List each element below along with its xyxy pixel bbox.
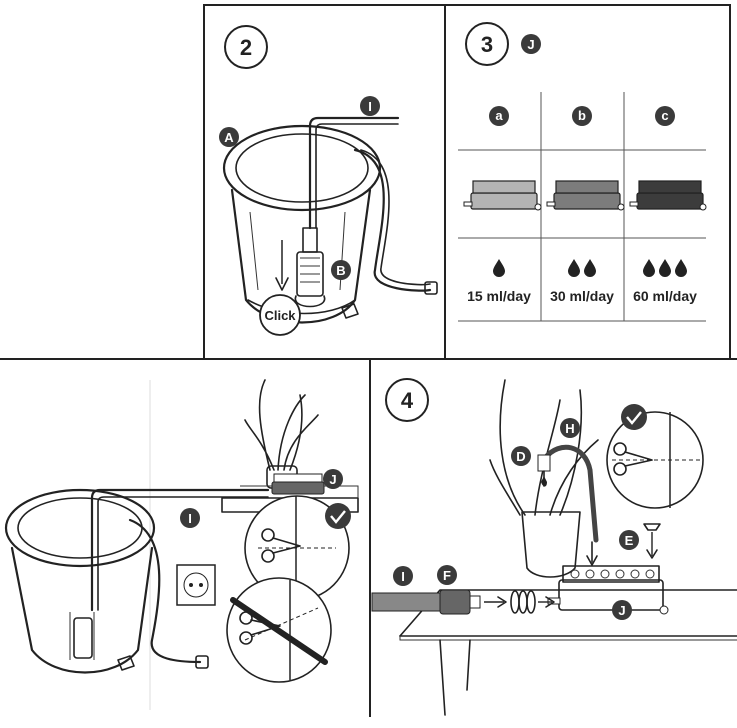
badge-b-lower: b (572, 106, 592, 126)
drops-b (568, 259, 596, 277)
svg-text:2: 2 (240, 35, 252, 60)
badge-j-step3: J (521, 34, 541, 54)
svg-text:3: 3 (481, 32, 493, 57)
svg-text:I: I (188, 511, 192, 526)
hose (353, 148, 438, 295)
svg-text:b: b (578, 108, 586, 123)
badge-e: E (619, 530, 639, 550)
check-icon (621, 404, 647, 430)
check-icon (325, 503, 351, 529)
cap-e (643, 523, 661, 559)
reservoir-bucket-left (4, 488, 156, 674)
power-socket (176, 564, 216, 606)
cut-callout-incorrect (226, 577, 332, 683)
rate-b: 30 ml/day (550, 288, 614, 304)
flow-column-a: a 15 ml/day (463, 106, 542, 304)
flow-column-b: b 30 ml/day (546, 106, 625, 304)
badge-a-lower: a (489, 106, 509, 126)
svg-text:c: c (661, 108, 668, 123)
badge-c-lower: c (655, 106, 675, 126)
drops-a (493, 259, 505, 277)
drip-tube (537, 444, 599, 543)
svg-text:Click: Click (264, 308, 296, 323)
rate-c: 60 ml/day (633, 288, 697, 304)
svg-text:a: a (495, 108, 503, 123)
svg-text:I: I (401, 569, 405, 584)
badge-b: B (331, 260, 351, 280)
flow-column-c: c 60 ml/day (629, 106, 707, 304)
prohibited-icon (230, 597, 328, 665)
click-arrow (275, 240, 289, 291)
riser-pipe (308, 116, 400, 230)
panel-frames (0, 4, 737, 717)
hose-left (128, 518, 209, 669)
svg-text:F: F (443, 568, 451, 583)
step-3-number: 3 (465, 22, 509, 66)
svg-text:J: J (527, 37, 534, 52)
svg-text:J: J (618, 603, 625, 618)
svg-text:D: D (516, 449, 525, 464)
dripper-j-step4 (547, 565, 669, 615)
badge-j-step4: J (612, 600, 632, 620)
click-callout: Click (259, 294, 301, 336)
svg-text:J: J (329, 472, 336, 487)
step-4-number: 4 (385, 378, 429, 422)
supply-hose (371, 589, 507, 615)
svg-text:B: B (336, 263, 345, 278)
badge-d: D (511, 446, 531, 466)
clip (341, 303, 359, 319)
step-2-number: 2 (224, 25, 268, 69)
badge-a: A (219, 127, 239, 147)
step-3-panel: 3 J a (458, 22, 707, 322)
badge-h: H (560, 418, 580, 438)
badge-f: F (437, 565, 457, 585)
svg-text:H: H (565, 421, 574, 436)
plant (244, 379, 319, 489)
tube-arrowhead (586, 555, 598, 566)
rate-a: 15 ml/day (467, 288, 531, 304)
dripper-b (546, 180, 625, 211)
badge-i-step4: I (393, 566, 413, 586)
pump (294, 227, 326, 308)
badge-i-left: I (180, 508, 200, 528)
svg-text:E: E (625, 533, 634, 548)
cut-callout-step4 (606, 404, 704, 509)
svg-text:4: 4 (401, 388, 414, 413)
table (399, 589, 737, 716)
step-4-panel: 4 (371, 378, 737, 716)
cut-callout-correct (244, 495, 351, 601)
badge-j-left: J (323, 469, 343, 489)
dripper-j-left (271, 473, 325, 495)
svg-text:A: A (224, 130, 234, 145)
svg-text:I: I (368, 99, 372, 114)
bottom-left-panel: J (4, 379, 359, 710)
reservoir-bucket (222, 124, 382, 324)
clip-left (117, 655, 135, 671)
drops-c (643, 259, 687, 277)
step-2-panel: 2 (219, 25, 438, 336)
dripper-a (463, 180, 542, 211)
o-rings (510, 590, 555, 614)
badge-i: I (360, 96, 380, 116)
dripper-c (629, 180, 707, 211)
